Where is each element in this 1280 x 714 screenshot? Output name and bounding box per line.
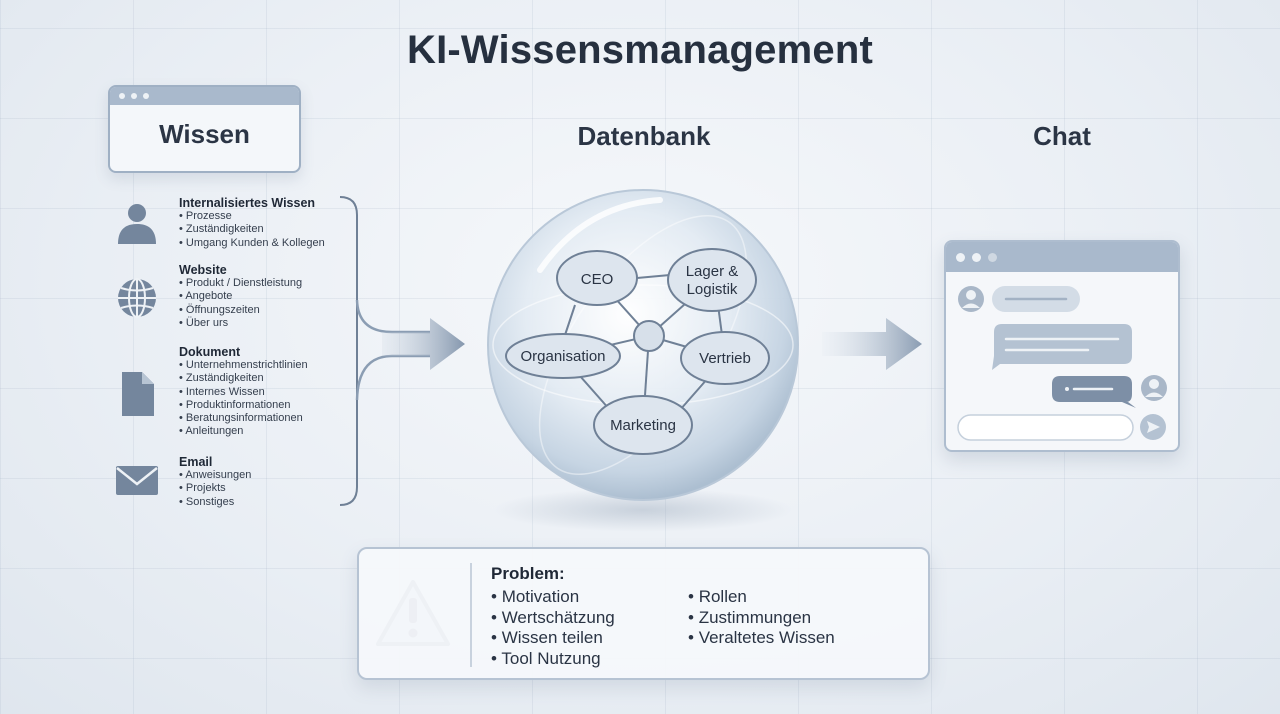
window-dot <box>119 93 125 99</box>
sphere-shadow <box>493 488 793 532</box>
problem-list-right: Rollen Zustimmungen Veraltetes Wissen <box>688 587 835 649</box>
user-avatar-icon <box>1141 375 1167 401</box>
document-icon <box>122 372 154 416</box>
list-item: Zuständigkeiten <box>179 223 349 236</box>
chat-window <box>944 240 1180 452</box>
window-titlebar <box>110 87 299 105</box>
list-item: Über urs <box>179 317 349 330</box>
mail-icon <box>116 466 158 495</box>
problem-box: Problem: Motivation Wertschätzung Wissen… <box>357 547 930 680</box>
list-item: Beratungsinformationen <box>179 412 349 425</box>
problem-item: Motivation <box>491 587 615 608</box>
list-item: Prozesse <box>179 210 349 223</box>
node-label-vertrieb: Vertrieb <box>699 350 751 367</box>
chat-content <box>957 286 1167 441</box>
problem-item: Tool Nutzung <box>491 649 615 670</box>
list-item: Produktinformationen <box>179 399 349 412</box>
node-ceo <box>556 250 638 306</box>
list-item: Unternehmenstrichtlinien <box>179 359 349 372</box>
list-item: Produkt / Dienstleistung <box>179 277 349 290</box>
chat-bubble-outgoing <box>1052 376 1136 408</box>
hub-node <box>633 320 665 352</box>
problem-item: Wissen teilen <box>491 628 615 649</box>
list-item: Sonstiges <box>179 496 349 509</box>
window-dot <box>972 252 981 262</box>
page-title: KI-Wissensmanagement <box>407 28 873 72</box>
datenbank-heading: Datenbank <box>577 121 711 151</box>
list-item: Angebote <box>179 290 349 303</box>
merge-curve-top <box>355 299 430 334</box>
problem-item: Zustimmungen <box>688 608 835 629</box>
chat-bubble-large <box>992 324 1132 370</box>
list-item: Internes Wissen <box>179 386 349 399</box>
divider <box>470 563 472 667</box>
wissen-window: Wissen <box>108 85 301 173</box>
window-dot <box>956 252 965 262</box>
wissen-heading: Wissen <box>159 119 250 149</box>
node-label-ceo: CEO <box>581 271 614 288</box>
window-titlebar <box>946 242 1178 272</box>
source-title: Website <box>179 263 227 277</box>
globe-icon <box>118 278 156 318</box>
bracket <box>339 196 358 506</box>
node-label-lager: Lager & <box>686 263 739 280</box>
window-dot <box>143 93 149 99</box>
window-dot <box>131 93 137 99</box>
problem-item: Rollen <box>688 587 835 608</box>
node-organisation <box>505 333 621 379</box>
node-marketing <box>593 395 693 455</box>
chat-input <box>957 414 1134 441</box>
source-title: Email <box>179 455 213 469</box>
list-item: Projekts <box>179 482 349 495</box>
list-item: Öffnungszeiten <box>179 304 349 317</box>
sphere-highlight <box>537 197 663 273</box>
list-item: Anweisungen <box>179 469 349 482</box>
node-label-logistik: Logistik <box>687 281 738 298</box>
problem-item: Veraltetes Wissen <box>688 628 835 649</box>
person-icon <box>118 204 156 244</box>
avatar-icon <box>958 286 984 312</box>
node-lager <box>667 248 757 312</box>
source-title: Dokument <box>179 345 241 359</box>
problem-item: Wertschätzung <box>491 608 615 629</box>
node-label-organisation: Organisation <box>520 348 605 365</box>
list-item: Umgang Kunden & Kollegen <box>179 237 349 250</box>
problem-title: Problem: <box>491 564 565 583</box>
chat-heading: Chat <box>1033 121 1091 151</box>
merge-curve-bottom <box>355 354 430 401</box>
send-icon <box>1140 414 1166 440</box>
problem-list-left: Motivation Wertschätzung Wissen teilen T… <box>491 587 615 670</box>
input-arrow <box>382 318 465 370</box>
node-label-marketing: Marketing <box>610 417 676 434</box>
list-item: Zuständigkeiten <box>179 372 349 385</box>
source-title: Internalisiertes Wissen <box>179 196 316 210</box>
list-item: Anleitungen <box>179 425 349 438</box>
output-arrow <box>822 318 922 370</box>
node-vertrieb <box>680 331 770 385</box>
window-dot <box>988 252 997 262</box>
